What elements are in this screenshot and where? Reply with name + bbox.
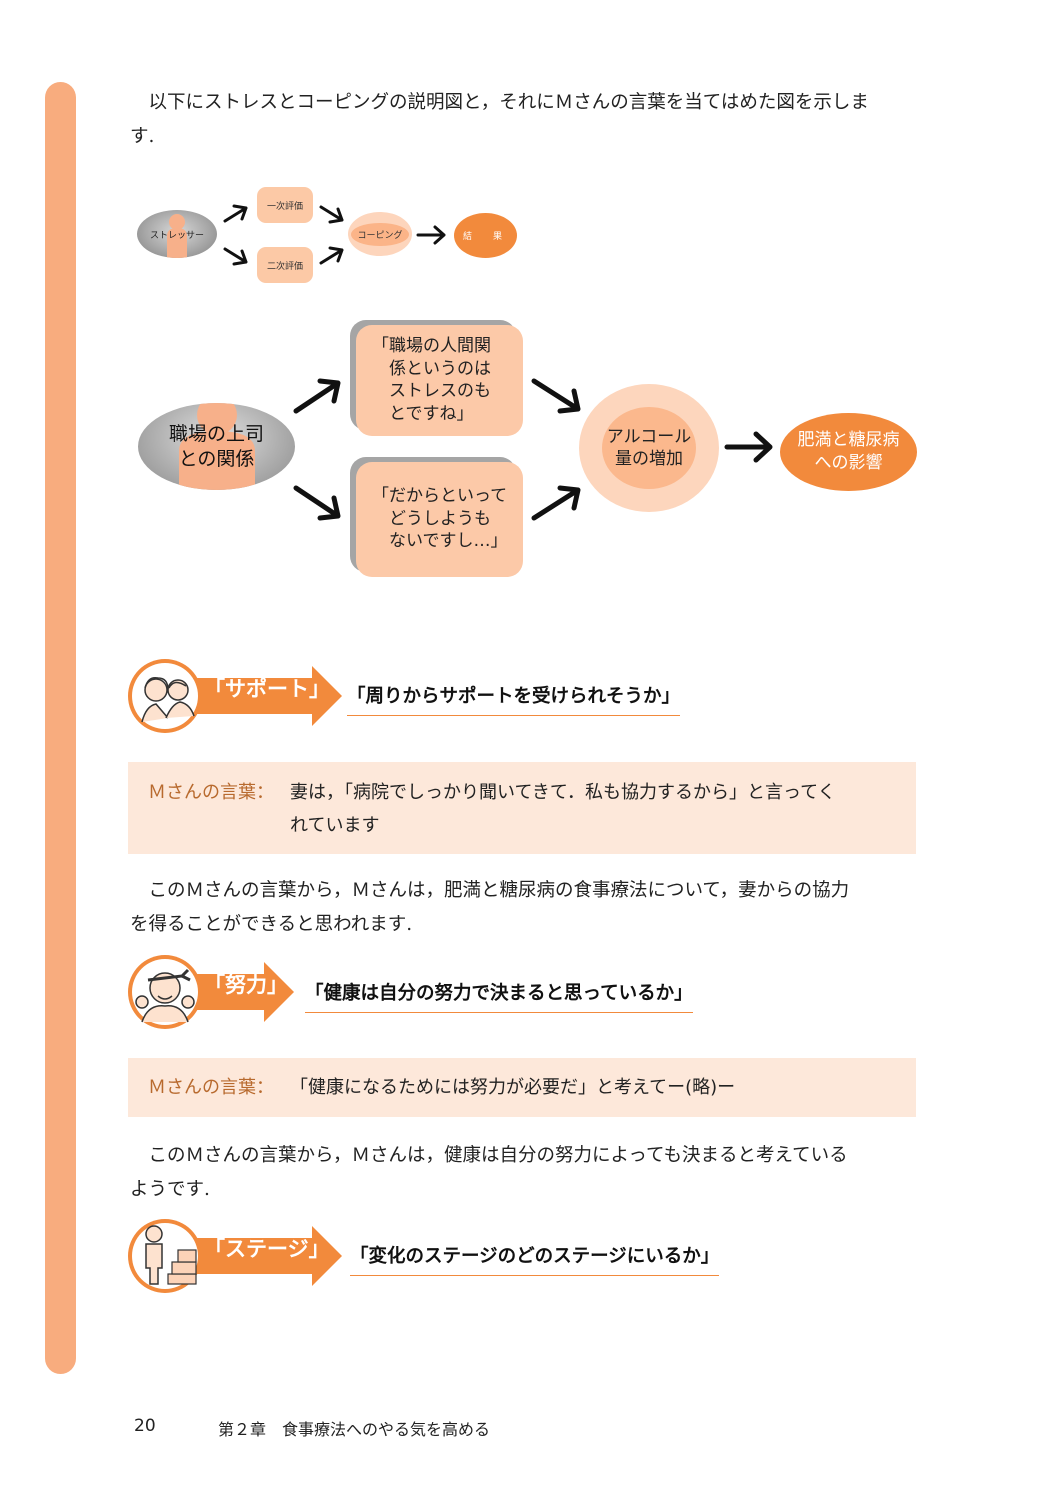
primary-appraisal-node: 一次評価 bbox=[257, 187, 313, 223]
primary-appraisal-label: 一次評価 bbox=[266, 201, 303, 212]
alcohol-line: 量の増加 bbox=[615, 449, 683, 469]
result-line: への影響 bbox=[814, 453, 883, 473]
big-stressor-line: との関係 bbox=[178, 447, 255, 470]
alcohol-line: アルコール bbox=[606, 427, 692, 447]
alcohol-coping-node: アルコール 量の増加 bbox=[579, 384, 719, 512]
effort-question: 「健康は自分の努力で決まると思っているか」 bbox=[305, 979, 693, 1013]
quote-line: 係というのは bbox=[372, 358, 491, 379]
arrow-down-right-icon bbox=[319, 205, 344, 224]
m-words-line: 「健康になるためには努力が必要だ」と考えてー(略)ー bbox=[290, 1077, 736, 1098]
person-silhouette-icon bbox=[179, 403, 255, 490]
person-silhouette-icon bbox=[167, 214, 187, 258]
arrow-up-right-icon bbox=[223, 204, 248, 223]
quote-line: どうしようも bbox=[372, 508, 491, 529]
arrow-up-right-icon bbox=[319, 246, 344, 265]
commentary-line: を得ることができると思われます. bbox=[130, 914, 413, 935]
quote-box-helpless: 「だからといって どうしようも ないですし…」 bbox=[356, 462, 523, 577]
quote-line: とですね」 bbox=[372, 403, 474, 424]
quote-line: ないですし…」 bbox=[372, 531, 508, 551]
speaker-label: Ｍさんの言葉： bbox=[148, 782, 274, 803]
m-words-line: れています bbox=[290, 815, 380, 836]
page-number: 20 bbox=[134, 1416, 156, 1436]
obesity-diabetes-result-node: 肥満と糖尿病 への影響 bbox=[780, 413, 917, 491]
commentary-line: このＭさんの言葉から，Ｍさんは，肥満と糖尿病の食事療法について，妻からの協力 bbox=[130, 880, 850, 901]
support-tag-label: 「サポート」 bbox=[204, 677, 330, 701]
effort-commentary: このＭさんの言葉から，Ｍさんは，健康は自分の努力によっても決まると考えている よ… bbox=[130, 1139, 916, 1207]
stage-tag-label: 「ステージ」 bbox=[204, 1237, 330, 1261]
intro-line: 以下にストレスとコーピングの説明図と，それにＭさんの言葉を当てはめた図を示しま bbox=[130, 92, 869, 113]
effort-tag-label: 「努力」 bbox=[204, 973, 288, 997]
result-line: 肥満と糖尿病 bbox=[797, 430, 900, 450]
arrow-up-right-icon bbox=[293, 378, 341, 414]
intro-paragraph: 以下にストレスとコーピングの説明図と，それにＭさんの言葉を当てはめた図を示しま … bbox=[130, 86, 916, 154]
coping-node: コーピング bbox=[348, 212, 412, 256]
quote-line: 「職場の人間関 bbox=[372, 336, 491, 356]
result-label: 結 果 bbox=[462, 232, 508, 242]
alcohol-inner-circle bbox=[602, 407, 696, 489]
quote-box-workplace: 「職場の人間関 係というのは ストレスのも とですね」 bbox=[356, 325, 523, 436]
stairs-person-icon bbox=[128, 1219, 342, 1293]
commentary-line: このＭさんの言葉から，Ｍさんは，健康は自分の努力によっても決まると考えている bbox=[130, 1145, 848, 1166]
arrow-down-right-icon bbox=[223, 247, 248, 266]
commentary-line: ようです. bbox=[130, 1179, 210, 1200]
speaker-label: Ｍさんの言葉： bbox=[148, 1077, 274, 1098]
arrow-right-icon bbox=[416, 225, 446, 245]
arrow-down-right-icon bbox=[293, 485, 341, 521]
effort-tag: 「努力」 bbox=[128, 952, 348, 1032]
big-stressor-node: 職場の上司 との関係 bbox=[138, 403, 295, 490]
two-people-icon bbox=[128, 659, 342, 733]
m-words-line: 妻は，「病院でしっかり聞いてきて．私も協力するから」と言ってく bbox=[290, 782, 836, 803]
side-accent-bar bbox=[45, 82, 76, 1374]
small-stressor-label: ストレッサー bbox=[149, 230, 204, 241]
arrow-right-icon bbox=[724, 431, 773, 463]
small-stressor-node: ストレッサー bbox=[137, 210, 217, 258]
headband-man-icon bbox=[128, 955, 294, 1029]
quote-line: 「だからといって bbox=[372, 486, 508, 506]
support-tag: 「サポート」 bbox=[128, 656, 348, 736]
stage-question: 「変化のステージのどのステージにいるか」 bbox=[350, 1242, 720, 1276]
support-question: 「周りからサポートを受けられそうか」 bbox=[347, 682, 681, 716]
m-words: 「健康になるためには努力が必要だ」と考えてー(略)ー bbox=[290, 1071, 735, 1104]
stage-tag: 「ステージ」 bbox=[128, 1216, 348, 1296]
coping-label: コーピング bbox=[351, 222, 409, 246]
arrow-up-right-icon bbox=[531, 485, 581, 521]
support-quote-panel: Ｍさんの言葉： 妻は，「病院でしっかり聞いてきて．私も協力するから」と言ってく … bbox=[128, 762, 916, 854]
chapter-title: 第２章 食事療法へのやる気を高める bbox=[218, 1420, 491, 1439]
arrow-down-right-icon bbox=[531, 378, 581, 414]
intro-line: す. bbox=[130, 126, 155, 147]
secondary-appraisal-label: 二次評価 bbox=[266, 261, 303, 272]
big-stressor-line: 職場の上司 bbox=[168, 422, 264, 445]
secondary-appraisal-node: 二次評価 bbox=[257, 247, 313, 283]
result-node: 結 果 bbox=[454, 213, 517, 258]
effort-quote-panel: Ｍさんの言葉： 「健康になるためには努力が必要だ」と考えてー(略)ー bbox=[128, 1058, 916, 1117]
m-words: 妻は，「病院でしっかり聞いてきて．私も協力するから」と言ってく れています bbox=[290, 776, 836, 842]
quote-line: ストレスのも bbox=[372, 381, 491, 401]
support-commentary: このＭさんの言葉から，Ｍさんは，肥満と糖尿病の食事療法について，妻からの協力 を… bbox=[130, 874, 916, 942]
